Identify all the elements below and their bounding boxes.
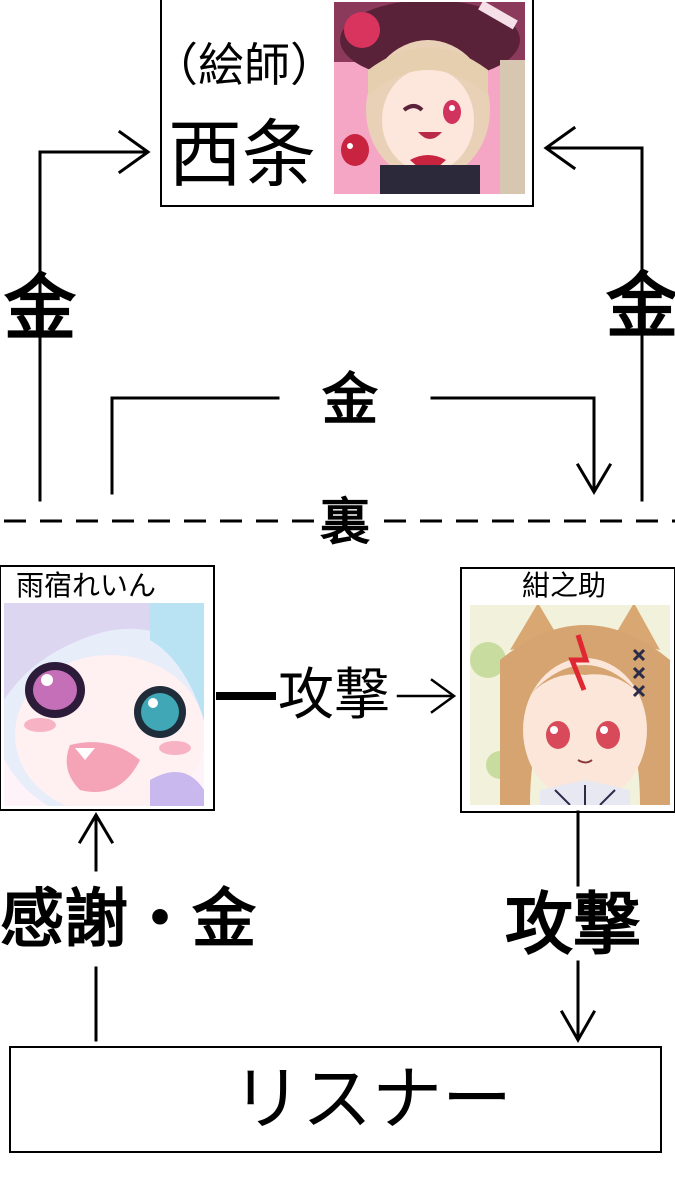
konnosuke-name: 紺之助 [522, 569, 607, 602]
artist-avatar-icon [334, 2, 525, 194]
rein-name: 雨宿れいん [16, 569, 157, 602]
attack-arrowhead [430, 678, 457, 714]
money-label-right: 金 [606, 264, 675, 348]
right-money-line [548, 146, 644, 502]
konnosuke-avatar-icon [470, 605, 670, 805]
middle-money-line-right [430, 396, 596, 492]
left-money-line [38, 150, 147, 502]
left-money-arrowhead [117, 129, 151, 175]
money-label-left: 金 [4, 266, 77, 350]
attack-label-vertical: 攻撃 [505, 886, 642, 965]
thanks-arrowhead [77, 812, 115, 845]
middle-money-line-left [110, 396, 280, 495]
thanks-money-label: 感謝・金 [0, 883, 256, 957]
amayadori-rein-avatar-icon [4, 603, 204, 806]
listener-box [9, 1046, 662, 1153]
money-label-middle: 金 [322, 368, 378, 433]
middle-money-arrowhead [575, 462, 613, 495]
attack-dash [216, 692, 276, 700]
hidden-divider-label: 裏 [320, 493, 370, 551]
attack-label-horizontal: 攻撃 [278, 663, 390, 728]
listener-label: リスナー [232, 1058, 512, 1140]
artist-role-label: （絵師） [152, 38, 336, 92]
right-money-arrowhead [543, 125, 577, 171]
artist-name: 西条 [168, 112, 316, 198]
attack-down-arrowhead [559, 1009, 597, 1044]
